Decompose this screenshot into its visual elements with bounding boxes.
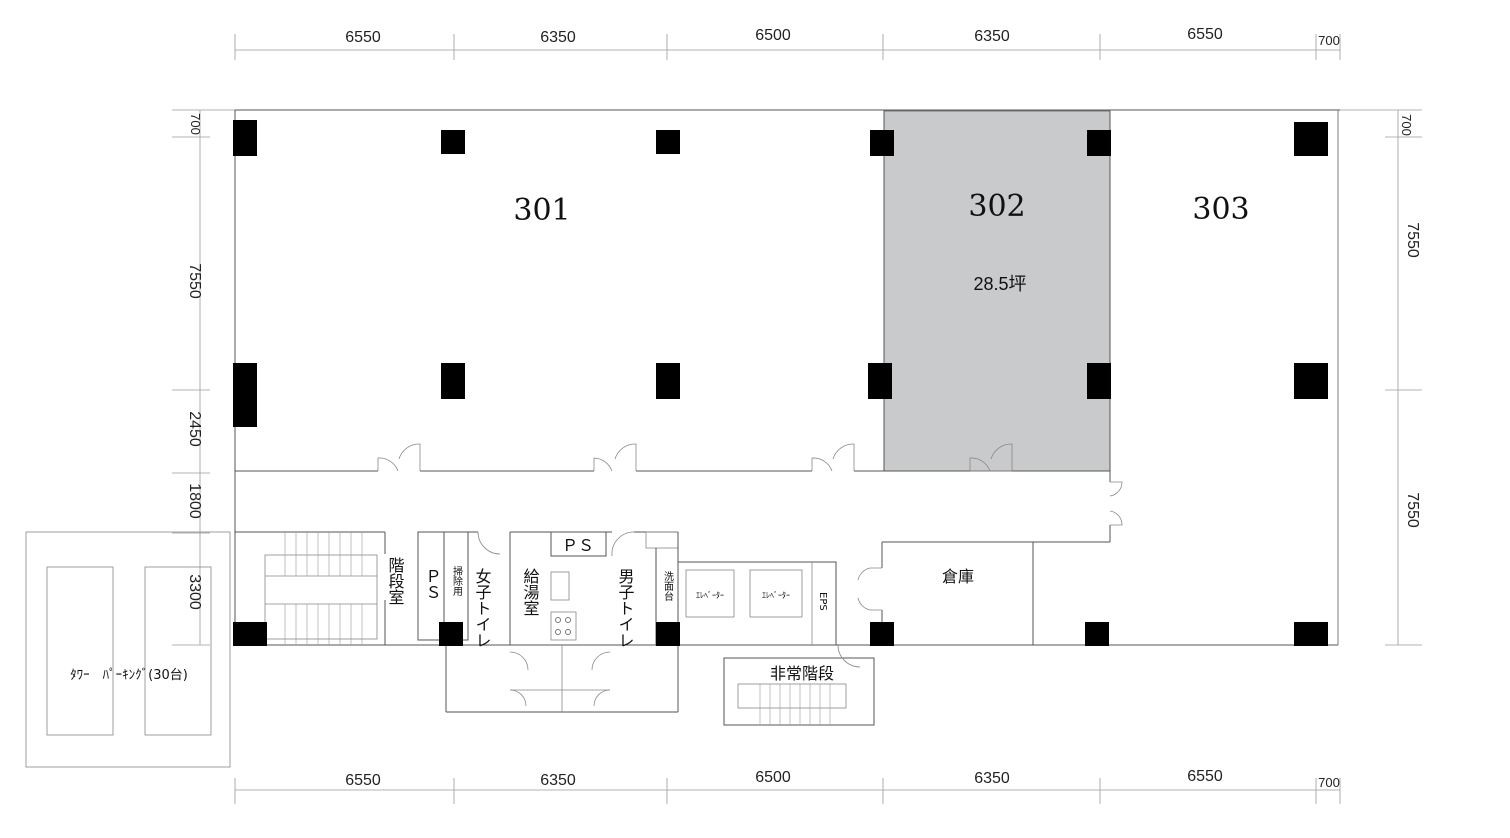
ps-top-label: ＰＳ [562,536,594,555]
dim-top-2: 6350 [540,29,576,46]
unit-303-label[interactable]: 303 [1192,192,1249,227]
column [233,120,257,156]
dim-left-2: 7550 [186,263,203,299]
dim-bottom-2: 6350 [540,772,576,789]
dim-bottom-3: 6500 [755,769,791,786]
dim-left-1: 700 [188,113,203,135]
column [233,622,267,646]
column [656,363,680,399]
dim-top-6: 700 [1318,33,1340,48]
dim-bottom-5: 6550 [1187,768,1223,785]
column [656,130,680,154]
unit-302-highlight[interactable] [883,110,1111,472]
parking-label: ﾀﾜｰ ﾊﾟｰｷﾝｸﾞ(30台) [70,668,188,683]
column [1087,130,1111,156]
dim-bottom-4: 6350 [974,770,1010,787]
unit-301-label[interactable]: 301 [513,193,570,228]
column [868,363,892,399]
dim-bottom-1: 6550 [345,772,381,789]
right-dimensions: 700 7550 7550 [1399,114,1421,528]
dim-left-5: 3300 [186,574,203,610]
storage-label: 倉庫 [942,567,974,586]
corridor-walls [235,471,1123,543]
column [1294,363,1328,399]
column [1294,122,1328,156]
emergency-stairs [723,644,875,726]
dimension-lines [172,34,1422,804]
column [870,130,894,156]
column [233,363,257,427]
ps-left-label: ＰＳ [423,568,442,600]
dim-top-1: 6550 [345,29,381,46]
dim-top-4: 6350 [974,28,1010,45]
column [1087,363,1111,399]
eps-label: EPS [817,592,828,611]
column [656,622,680,646]
column [441,363,465,399]
column [870,622,894,646]
washstand-label: 洗面台 [662,571,674,602]
unit-302-area: 28.5坪 [973,274,1026,294]
cleaning-label: 掃除用 [451,565,463,597]
office-doors[interactable] [377,443,1013,472]
dim-top-3: 6500 [755,27,791,44]
dim-left-4: 1800 [186,483,203,519]
dim-top-5: 6550 [1187,26,1223,43]
stairs-label: 階段室 [386,557,405,605]
elevator-2-label: ｴﾚﾍﾞｰﾀｰ [762,591,790,600]
bottom-dimensions: 6550 6350 6500 6350 6550 700 [345,768,1340,790]
column [439,622,463,646]
stair-room [264,532,386,645]
dim-right-3: 7550 [1404,492,1421,528]
column [1085,622,1109,646]
column [1294,622,1328,646]
kitchenette-label: 給湯室 [521,568,540,616]
emergency-stairs-label: 非常階段 [770,664,834,683]
women-toilet-label: 女子トイレ [473,567,492,648]
dim-right-1: 700 [1399,114,1414,136]
column [441,130,465,154]
office-front-wall [235,111,1111,472]
elevator-1-label: ｴﾚﾍﾞｰﾀｰ [696,591,724,600]
dim-right-2: 7550 [1404,222,1421,258]
men-toilet-label: 男子トイレ [616,568,635,648]
service-core [417,531,679,713]
top-dimensions: 6550 6350 6500 6350 6550 700 [345,26,1340,48]
structural-columns [233,120,1328,646]
left-dimensions: 700 7550 2450 1800 3300 [186,113,203,610]
tower-parking [25,531,231,768]
dim-bottom-6: 700 [1318,775,1340,790]
unit-302-label[interactable]: 302 [968,189,1025,224]
elevator-hall [677,561,837,646]
dim-left-3: 2450 [186,411,203,447]
